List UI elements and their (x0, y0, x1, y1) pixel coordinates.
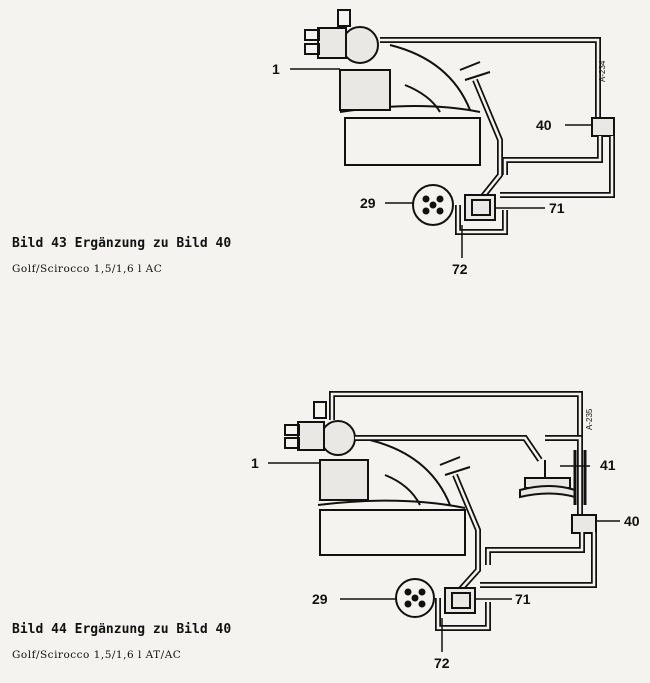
ref-code-label: A-235 (585, 408, 594, 430)
caption-subtitle: Golf/Scirocco 1,5/1,6 l AT/AC (12, 649, 182, 661)
callout-40: 40 (536, 117, 552, 133)
callout-71: 71 (515, 591, 531, 607)
callout-41: 41 (600, 457, 616, 473)
vacuum-diagram-bild-43: A-234 1 29 40 71 72 (272, 9, 615, 277)
figure-bild-43: A-234 1 29 40 71 72 Bild 43 Ergänzung zu… (0, 0, 650, 300)
callout-71: 71 (549, 200, 565, 216)
callout-29: 29 (312, 591, 328, 607)
vacuum-diagram-bild-44: A-235 1 29 40 41 71 72 (251, 391, 640, 671)
callout-40: 40 (624, 513, 640, 529)
figure-bild-44: A-235 1 29 40 41 71 72 Bild 44 Ergänzung… (0, 370, 650, 683)
callout-29: 29 (360, 195, 376, 211)
callout-1: 1 (272, 61, 280, 77)
caption-title: Bild 43 Ergänzung zu Bild 40 (12, 236, 232, 251)
ref-code-label: A-234 (598, 60, 607, 82)
callout-72: 72 (452, 261, 468, 277)
caption-title: Bild 44 Ergänzung zu Bild 40 (12, 622, 232, 637)
callout-72: 72 (434, 655, 450, 671)
caption-subtitle: Golf/Scirocco 1,5/1,6 l AC (12, 263, 163, 275)
callout-1: 1 (251, 455, 259, 471)
